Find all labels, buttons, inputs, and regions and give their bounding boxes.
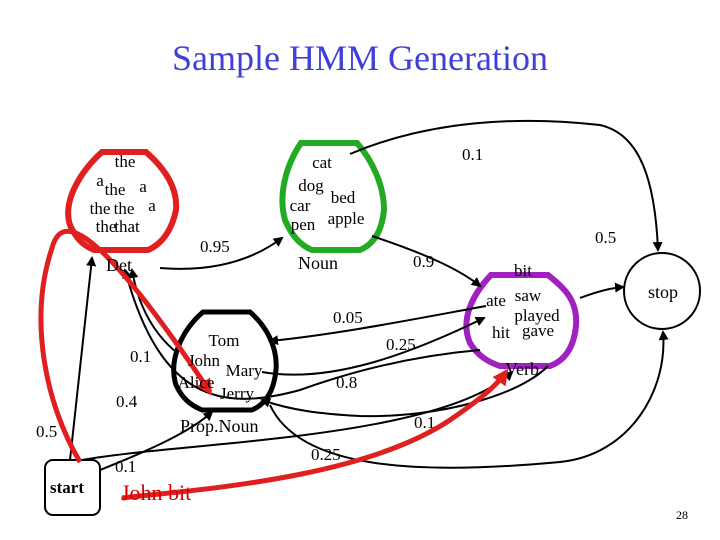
prob-start-det: 0.5 (36, 422, 57, 441)
verb-word: played (514, 306, 560, 325)
prob-verb-stop: 0.5 (595, 228, 616, 247)
verb-urn (463, 272, 580, 369)
noun-word: bed (331, 188, 356, 207)
generated-path-propnoun-verb (121, 368, 509, 501)
propnoun-word: Jerry (220, 384, 254, 403)
noun-word: pen (291, 215, 316, 234)
det-words: the a the a the the a the that (90, 152, 157, 236)
det-word: a (148, 196, 156, 215)
arrow-propnoun-verb (261, 317, 486, 376)
noun-urn (279, 140, 388, 253)
noun-words: cat dog bed car pen apple (290, 153, 365, 234)
arrow-propnoun-det (128, 268, 177, 353)
det-word: a (96, 171, 104, 190)
start-box (44, 459, 101, 516)
prob-noun-verb: 0.9 (413, 252, 434, 271)
arrow-start-propnoun (99, 410, 214, 471)
arrow-verb-det (122, 268, 481, 400)
verb-word: bit (514, 261, 532, 280)
propnoun-word: Tom (209, 331, 240, 350)
det-word: the (105, 180, 126, 199)
prob-verb-propnoun: 0.1 (414, 413, 435, 432)
prob-det-noun: 0.95 (200, 237, 230, 256)
verb-word: hit (492, 323, 510, 342)
prob-propnoun-det: 0.1 (130, 347, 151, 366)
state-label-stop: stop (648, 282, 678, 302)
propnoun-words: Tom John Mary Alice Jerry (178, 331, 263, 403)
verb-word: saw (515, 286, 542, 305)
prob-start-propnoun: 0.4 (116, 392, 138, 411)
noun-word: dog (298, 176, 324, 195)
det-word: the (90, 199, 111, 218)
det-word: the (96, 217, 117, 236)
det-word: the (114, 199, 135, 218)
state-label-start: start (50, 478, 84, 497)
arrow-noun-propnoun (268, 305, 487, 346)
verb-words: bit ate saw played hit gave (486, 261, 560, 342)
propnoun-word: John (188, 351, 221, 370)
det-word: the (115, 152, 136, 171)
arrow-verb-stop (579, 282, 625, 299)
arrow-start-verb (81, 370, 514, 461)
arrow-noun-verb (371, 235, 482, 288)
prob-noun-propnoun: 0.05 (333, 308, 363, 327)
slide-title: Sample HMM Generation (172, 38, 548, 78)
det-word: that (114, 217, 140, 236)
page-number: 28 (676, 508, 688, 522)
state-label-det: Det (106, 255, 132, 275)
verb-word: gave (522, 321, 554, 340)
arrow-start-det (69, 256, 97, 461)
arrow-verb-propnoun (260, 365, 549, 418)
noun-word: car (290, 196, 311, 215)
prob-noun-stop: 0.1 (462, 145, 483, 164)
generated-path-start-propnoun (38, 228, 213, 464)
prob-propnoun-stop: 0.25 (311, 445, 341, 464)
noun-word: apple (328, 209, 365, 228)
propnoun-word: Alice (178, 373, 215, 392)
state-label-noun: Noun (298, 253, 338, 273)
state-label-verb: Verb (505, 359, 539, 379)
verb-word: ate (486, 291, 506, 310)
noun-word: cat (312, 153, 332, 172)
arrow-det-noun (159, 236, 284, 270)
prob-start-verb: 0.1 (115, 457, 136, 476)
det-urn (65, 149, 180, 253)
det-word: a (139, 177, 147, 196)
arrow-propnoun-stop (269, 330, 669, 469)
propnoun-word: Mary (226, 361, 263, 380)
arrow-noun-stop (349, 119, 663, 252)
state-label-propnoun: Prop.Noun (180, 416, 259, 436)
prob-propnoun-verb: 0.8 (336, 373, 357, 392)
prob-verb-det: 0.25 (386, 335, 416, 354)
generated-text: John bit (121, 480, 191, 505)
